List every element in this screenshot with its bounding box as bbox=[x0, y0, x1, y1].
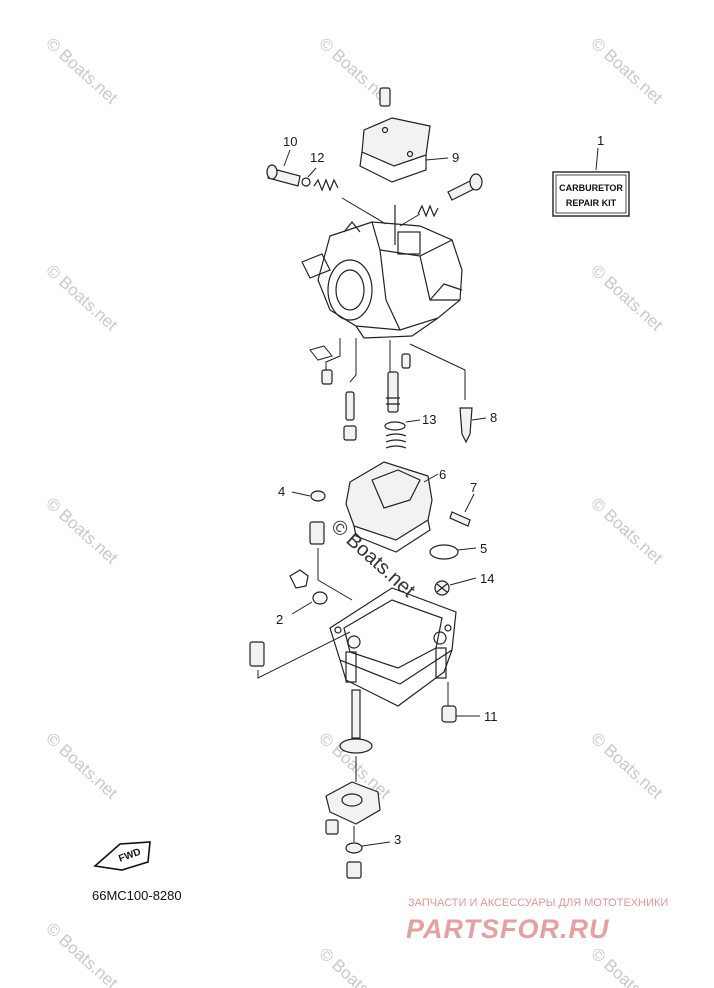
footer-subtitle: ЗАПЧАСТИ И АКСЕССУАРЫ ДЛЯ МОТОТЕХНИКИ bbox=[408, 897, 668, 909]
watermark: © Boats.net bbox=[315, 944, 394, 988]
drain-screw bbox=[441, 705, 480, 723]
kit-label-line2: REPAIR KIT bbox=[566, 198, 617, 208]
callout-14: 14 bbox=[480, 571, 494, 586]
watermark: © Boats.net bbox=[587, 34, 666, 108]
callout-6: 6 bbox=[439, 467, 446, 482]
callouts: 1 2 3 4 5 6 7 8 9 10 11 12 13 14 bbox=[276, 133, 604, 847]
main-nozzle bbox=[339, 689, 373, 782]
carburetor-body bbox=[301, 205, 463, 339]
fwd-arrow: FWD bbox=[93, 841, 151, 871]
watermark: © Boats.net bbox=[42, 34, 121, 108]
watermark: © Boats.net bbox=[587, 261, 666, 335]
callout-4: 4 bbox=[278, 484, 285, 499]
kit-label-line1: CARBURETOR bbox=[559, 183, 623, 193]
callout-9: 9 bbox=[452, 150, 459, 165]
callout-10: 10 bbox=[283, 134, 297, 149]
callout-13: 13 bbox=[422, 412, 436, 427]
float bbox=[345, 461, 439, 553]
cap-plate bbox=[325, 781, 381, 842]
watermark: © Boats.net bbox=[587, 494, 666, 568]
float-chamber-oring bbox=[429, 544, 477, 560]
float-chamber bbox=[329, 587, 457, 710]
float-pin bbox=[449, 493, 475, 527]
jets bbox=[321, 353, 487, 444]
body-leaders bbox=[309, 338, 466, 400]
watermark: © Boats.net bbox=[587, 729, 666, 803]
strainer bbox=[434, 577, 477, 596]
footer-branding: ЗАПЧАСТИ И АКСЕССУАРЫ ДЛЯ МОТОТЕХНИКИ PA… bbox=[406, 897, 668, 944]
watermark: © Boats.net bbox=[42, 261, 121, 335]
top-cover-assembly bbox=[359, 87, 449, 183]
diagram-code: 66MC100-8280 bbox=[92, 888, 182, 903]
callout-12: 12 bbox=[310, 150, 324, 165]
pilot-screw-assembly bbox=[266, 149, 387, 225]
callout-3: 3 bbox=[394, 832, 401, 847]
cap-screws bbox=[325, 819, 391, 879]
watermark: © Boats.net bbox=[42, 729, 121, 803]
repair-kit-box: CARBURETOR REPAIR KIT bbox=[552, 147, 630, 217]
small-parts-left bbox=[249, 490, 353, 679]
footer-logo: PARTSFOR.RU bbox=[406, 914, 610, 944]
watermark: © Boats.net bbox=[42, 494, 121, 568]
callout-8: 8 bbox=[490, 410, 497, 425]
oring-spring-13 bbox=[384, 419, 421, 449]
throttle-stop-screw bbox=[399, 173, 483, 227]
callout-1: 1 bbox=[597, 133, 604, 148]
watermark: © Boats.net bbox=[587, 944, 666, 988]
callout-2: 2 bbox=[276, 612, 283, 627]
callout-11: 11 bbox=[484, 709, 498, 724]
callout-7: 7 bbox=[470, 480, 477, 495]
callout-5: 5 bbox=[480, 541, 487, 556]
watermark: © Boats.net bbox=[42, 919, 121, 988]
